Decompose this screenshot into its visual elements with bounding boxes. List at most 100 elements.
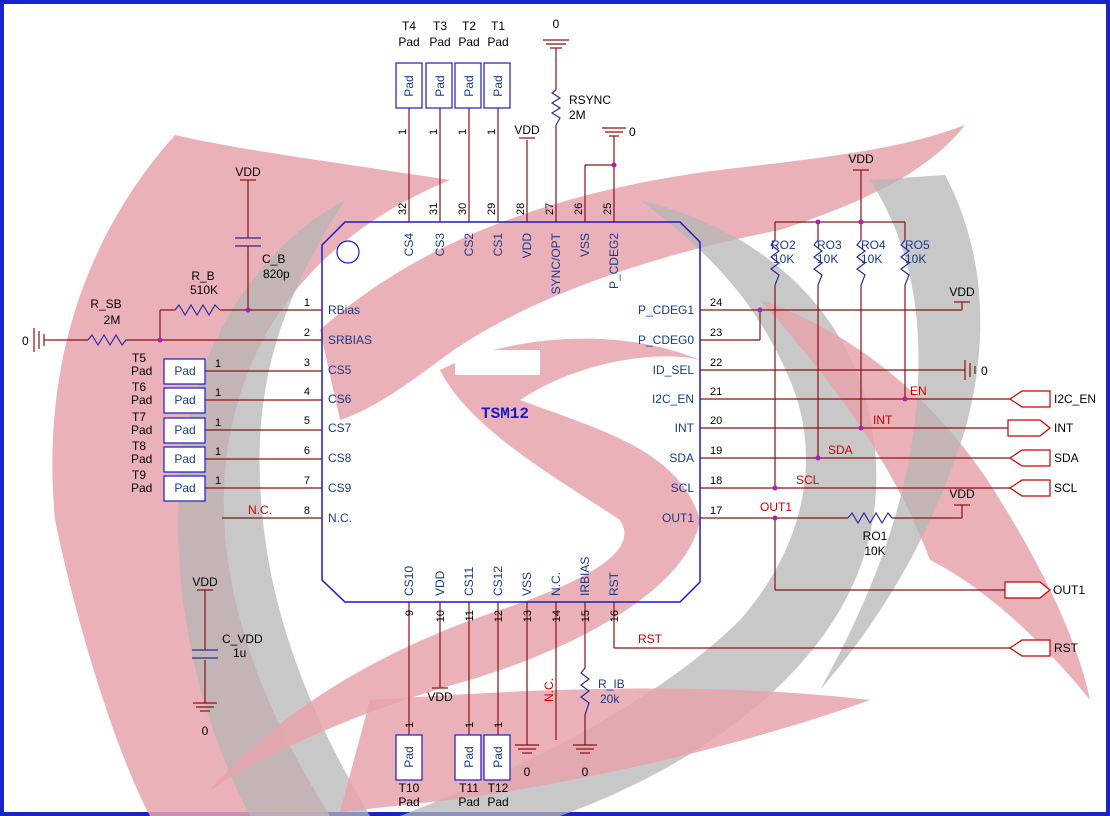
left-pin-number: 1 [304, 297, 310, 309]
watermark-logo [52, 125, 1090, 816]
right-pin-number: 21 [710, 386, 722, 398]
top-pad-pin: 1 [397, 129, 409, 135]
c-vdd-vdd-label: VDD [192, 575, 218, 589]
bottom-pin-number: 16 [609, 610, 621, 622]
bottom-pad-label: Pad [491, 746, 505, 767]
top-pad-name: T1 [491, 19, 505, 33]
left-pad-pin: 1 [215, 446, 221, 458]
r-ib-ground-label: 0 [582, 765, 589, 779]
bottom-pad-label: Pad [402, 746, 416, 767]
top-pin-label: VDD [520, 233, 534, 259]
left-pin-label: CS9 [328, 481, 352, 495]
bottom-pin-number: 11 [464, 610, 476, 621]
bottom-pin-label: IRBIAS [578, 557, 592, 596]
top-pin-number: 26 [573, 203, 585, 215]
top-pad-label: Pad [462, 75, 476, 96]
top-pin-label: CS1 [491, 233, 505, 257]
sda-net-label: SDA [828, 443, 853, 457]
right-pin-label: I2C_EN [652, 392, 694, 406]
port-i2c-en: I2C_EN [1054, 392, 1096, 406]
left-pin-label: CS5 [328, 363, 352, 377]
left-pad-name: T5 [132, 351, 146, 365]
top-pad-pin: 1 [486, 129, 498, 135]
left-pad-label: Pad [174, 423, 195, 437]
pin10-vdd-label: VDD [427, 690, 453, 704]
right-pin-label: INT [675, 421, 695, 435]
ro1-name: RO1 [863, 529, 888, 543]
top-pin-number: 28 [515, 203, 527, 215]
left-pad-type: Pad [131, 393, 152, 407]
left-pad-label: Pad [174, 393, 195, 407]
right-pin-label: OUT1 [662, 511, 694, 525]
r-ib-value: 20k [600, 692, 620, 706]
bottom-pin-label: VSS [520, 572, 534, 596]
en-net-label: EN [910, 384, 927, 398]
left-pin-number: 8 [304, 505, 310, 517]
bottom-pin-label: CS12 [491, 566, 505, 596]
right-pin-number: 24 [710, 297, 722, 309]
right-pin-label: P_CDEG0 [638, 333, 694, 347]
c-b-value: 820p [263, 267, 290, 281]
left-pad-name: T7 [132, 410, 146, 424]
left-pin-number: 2 [304, 327, 310, 339]
top-pad-name: T3 [433, 19, 447, 33]
top-pad-type: Pad [429, 35, 450, 49]
r-b-resistor-symbol [174, 303, 221, 317]
right-pin-number: 19 [710, 445, 722, 457]
top-pad-name: T4 [402, 19, 416, 33]
right-pin-label: SCL [671, 481, 695, 495]
bottom-pad-pin: 1 [404, 722, 416, 728]
bottom-pad-label: Pad [462, 746, 476, 767]
chip-outline [321, 221, 701, 603]
left-pad-label: Pad [174, 364, 195, 378]
bottom-pin-number: 10 [435, 610, 447, 622]
left-pin-number: 7 [304, 475, 310, 487]
c-vdd-value: 1u [233, 646, 246, 660]
ro1-resistor-symbol [847, 511, 893, 525]
ro1-value: 10K [864, 544, 885, 558]
chip-name-background [455, 350, 540, 375]
r-ib-resistor-symbol [580, 667, 590, 716]
top-pad-label: Pad [491, 75, 505, 96]
top-pad-type: Pad [458, 35, 479, 49]
rsync-value: 2M [569, 108, 586, 122]
nc-net-label-bottom: N.C. [542, 678, 556, 702]
rsync-name: RSYNC [569, 93, 611, 107]
bottom-pad-pin: 1 [493, 722, 505, 728]
bottom-pad-name: T12 [488, 781, 509, 795]
top-pin-number: 25 [602, 203, 614, 215]
port-rst: RST [1054, 641, 1079, 655]
top-pin-label: CS3 [433, 233, 447, 257]
p-cdeg-vdd-label: VDD [949, 285, 975, 299]
bottom-pad-type: Pad [398, 795, 419, 809]
bottom-pad-type: Pad [458, 795, 479, 809]
bottom-pad-name: T10 [399, 781, 420, 795]
right-pin-number: 23 [710, 327, 722, 339]
top-pad-name: T2 [462, 19, 476, 33]
top-pin-label: VSS [578, 233, 592, 257]
left-pad-pin: 1 [215, 358, 221, 370]
power-symbols [33, 39, 976, 754]
left-pin-label: N.C. [328, 511, 352, 525]
bottom-pin-number: 12 [493, 610, 505, 622]
left-pin-number: 4 [304, 386, 310, 398]
c-vdd-capacitor-symbol [192, 649, 218, 659]
ro4-resistor-symbol [856, 239, 866, 286]
r-sb-ground-label: 0 [22, 334, 29, 348]
top-pad-pin: 1 [428, 129, 440, 135]
c-b-capacitor-symbol [235, 237, 261, 256]
right-pin-number: 18 [710, 475, 722, 487]
top-pad-label: Pad [433, 75, 447, 96]
port-sda: SDA [1054, 451, 1079, 465]
top-pin-label: SYNC/OPT [549, 232, 563, 294]
ro3-name: RO3 [817, 238, 842, 252]
rsync-ground-label: 0 [553, 17, 560, 31]
bottom-pin-label: RST [607, 571, 621, 596]
r-sb-value: 2M [104, 313, 121, 327]
bottom-pin-number: 15 [580, 610, 592, 622]
bottom-pin-label: VDD [433, 570, 447, 596]
left-pad-name: T9 [132, 468, 146, 482]
top-pad-pin: 1 [457, 129, 469, 135]
ro2-value: 10K [773, 252, 794, 266]
